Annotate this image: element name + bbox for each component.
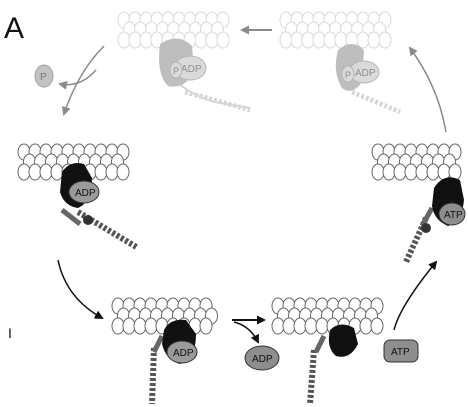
actin-filament bbox=[112, 298, 218, 334]
state-bottom-right bbox=[272, 298, 383, 404]
myosin-lever bbox=[62, 210, 80, 224]
myosin-tail bbox=[152, 348, 154, 404]
actin-bead bbox=[123, 318, 135, 334]
actin-bead bbox=[117, 164, 129, 180]
actin-filament bbox=[280, 12, 391, 48]
actin-bead bbox=[112, 318, 124, 334]
actin-bead bbox=[357, 32, 369, 48]
actin-bead bbox=[129, 32, 141, 48]
phosphate-label: P bbox=[173, 66, 179, 76]
actin-bead bbox=[272, 318, 284, 334]
actin-bead bbox=[371, 318, 383, 334]
actin-bead bbox=[283, 318, 295, 334]
edge-mark: I bbox=[8, 325, 12, 341]
state-top-right: ADP P bbox=[280, 12, 400, 112]
atp-label: ATP bbox=[444, 210, 463, 221]
actin-bead bbox=[134, 318, 146, 334]
actin-filament bbox=[272, 298, 383, 334]
arrow-phosphate-release bbox=[60, 70, 96, 85]
light-chain bbox=[83, 215, 93, 225]
actin-bead bbox=[360, 318, 372, 334]
actin-bead bbox=[200, 318, 212, 334]
actin-bead bbox=[383, 164, 395, 180]
actin-bead bbox=[291, 32, 303, 48]
actin-bead bbox=[118, 32, 130, 48]
actin-bead bbox=[145, 318, 157, 334]
myosin-head bbox=[329, 324, 358, 356]
phosphate-label: P bbox=[345, 70, 351, 80]
adp-label: ADP bbox=[355, 68, 376, 79]
actin-bead bbox=[106, 164, 118, 180]
actin-bead bbox=[372, 164, 384, 180]
actin-bead bbox=[305, 318, 317, 334]
actin-bead bbox=[416, 164, 428, 180]
actin-bead bbox=[95, 164, 107, 180]
actin-bead bbox=[313, 32, 325, 48]
actin-bead bbox=[302, 32, 314, 48]
actin-bead bbox=[280, 32, 292, 48]
myosin-tail bbox=[352, 92, 400, 112]
released-phosphate-label: P bbox=[40, 72, 47, 83]
myosin-lever bbox=[154, 336, 162, 352]
actin-bead bbox=[427, 164, 439, 180]
actin-bead bbox=[217, 32, 229, 48]
adp-label: ADP bbox=[173, 348, 194, 359]
free-atp-label: ATP bbox=[391, 347, 410, 358]
arrow-adp-release bbox=[234, 322, 258, 342]
actin-bead bbox=[29, 164, 41, 180]
actin-bead bbox=[18, 164, 30, 180]
released-adp: ADP bbox=[245, 346, 279, 370]
arrow-right-up bbox=[394, 262, 436, 330]
released-adp-label: ADP bbox=[252, 354, 273, 365]
panel-label: A bbox=[4, 12, 24, 45]
actin-bead bbox=[294, 318, 306, 334]
released-phosphate: P bbox=[35, 65, 53, 87]
actin-bead bbox=[51, 164, 63, 180]
arrow-top-right bbox=[410, 48, 446, 132]
actin-bead bbox=[206, 32, 218, 48]
adp-label: ADP bbox=[181, 64, 202, 75]
adp-label: ADP bbox=[75, 188, 96, 199]
actin-bead bbox=[368, 32, 380, 48]
actin-bead bbox=[405, 164, 417, 180]
state-middle-left: ADP bbox=[18, 144, 138, 248]
light-chain bbox=[421, 223, 431, 233]
state-bottom-left: ADP bbox=[112, 298, 218, 404]
free-atp: ATP bbox=[384, 340, 418, 362]
myosin-tail bbox=[185, 92, 250, 110]
state-top-left: ADP P bbox=[118, 12, 250, 110]
arrow-left-down bbox=[58, 260, 102, 318]
actin-bead bbox=[140, 32, 152, 48]
actin-bead bbox=[40, 164, 52, 180]
actin-bead bbox=[316, 318, 328, 334]
state-middle-right: ATP bbox=[372, 144, 465, 262]
myosin-lever bbox=[316, 336, 324, 352]
actin-bead bbox=[195, 32, 207, 48]
actin-filament bbox=[372, 144, 461, 180]
myosin-tail bbox=[310, 350, 314, 404]
actin-bead bbox=[394, 164, 406, 180]
actin-bead bbox=[324, 32, 336, 48]
actin-bead bbox=[379, 32, 391, 48]
